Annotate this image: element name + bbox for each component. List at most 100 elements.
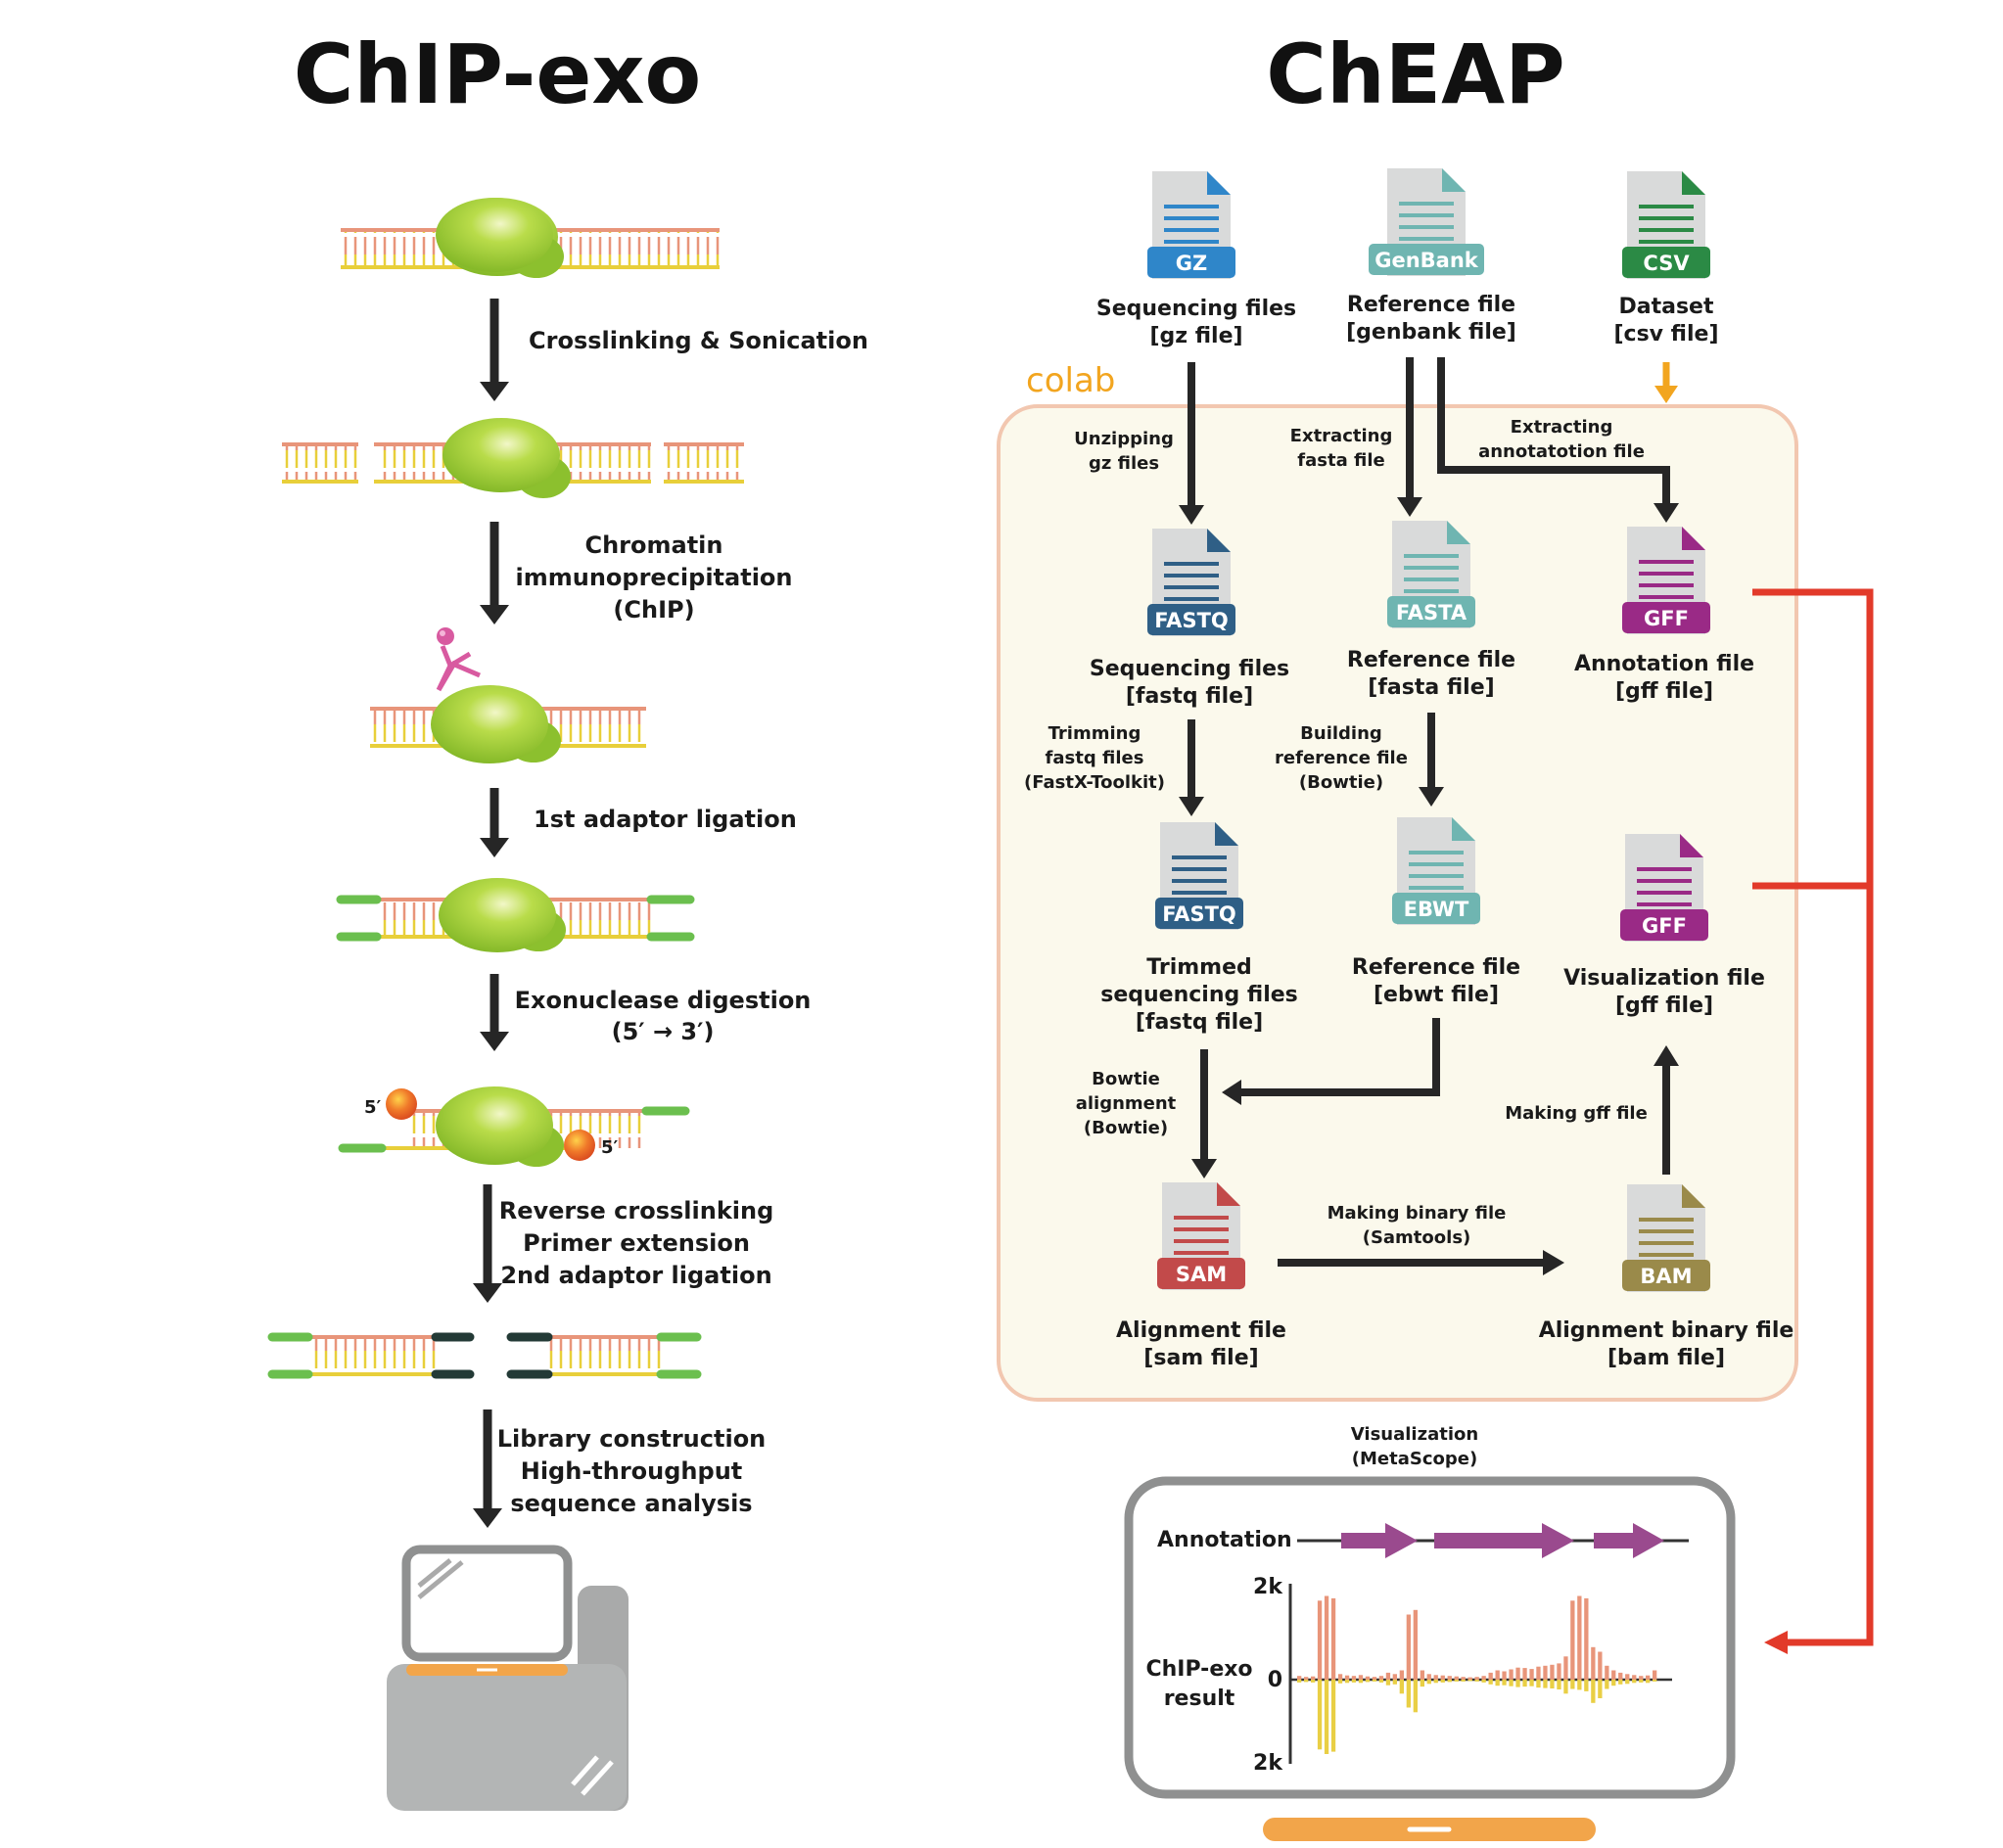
- step-1-line-1: Crosslinking & Sonication: [529, 327, 868, 354]
- bar-positive: [1399, 1670, 1404, 1680]
- bar-positive: [1509, 1669, 1514, 1680]
- file-label-fastq2-2: sequencing files: [1100, 983, 1298, 1007]
- bar-negative: [1311, 1680, 1316, 1683]
- antibody-icon: [436, 627, 481, 692]
- step-build-3: (Bowtie): [1299, 772, 1383, 793]
- file-label-csv-1: Dataset: [1618, 295, 1713, 319]
- bar-positive: [1522, 1668, 1527, 1680]
- step-unzip-2: gz files: [1089, 453, 1159, 474]
- step-visualization-1: Visualization: [1351, 1424, 1478, 1445]
- file-icon-ebwt: EBWT: [1392, 817, 1480, 925]
- bar-positive: [1324, 1595, 1329, 1680]
- bar-positive: [1557, 1663, 1561, 1680]
- annotation-label: Annotation: [1157, 1528, 1292, 1552]
- bar-positive: [1625, 1674, 1630, 1680]
- file-icon-gff1: GFF: [1622, 527, 1710, 634]
- step-extract-fasta-1: Extracting: [1290, 426, 1393, 446]
- computer-icon: [387, 1545, 629, 1811]
- bar-positive: [1454, 1676, 1459, 1680]
- bar-negative: [1304, 1680, 1309, 1683]
- bar-negative: [1495, 1680, 1500, 1686]
- bar-negative: [1639, 1680, 1644, 1683]
- bar-positive: [1385, 1672, 1391, 1680]
- step-bowtie-2: alignment: [1076, 1093, 1177, 1114]
- bar-negative: [1584, 1680, 1589, 1691]
- bar-positive: [1653, 1670, 1657, 1680]
- step-make-gff-1: Making gff file: [1505, 1103, 1648, 1124]
- step-6-line-1: Library construction: [497, 1425, 767, 1453]
- bar-negative: [1529, 1680, 1534, 1686]
- file-icon-genbank: GenBank: [1369, 168, 1484, 276]
- step-make-binary: Making binary file (Samtools): [1328, 1203, 1507, 1248]
- bar-negative: [1653, 1680, 1657, 1682]
- file-label-ebwt: Reference file [ebwt file]: [1352, 955, 1520, 1007]
- bar-negative: [1543, 1680, 1548, 1688]
- bar-negative: [1337, 1680, 1343, 1684]
- file-label-gff1: Annotation file [gff file]: [1574, 652, 1754, 704]
- bar-positive: [1467, 1677, 1472, 1680]
- step-visualization: Visualization (MetaScope): [1351, 1424, 1478, 1469]
- bar-positive: [1591, 1646, 1596, 1681]
- step-build-1: Building: [1300, 723, 1382, 744]
- bar-negative: [1433, 1680, 1438, 1684]
- file-label-sam-1: Alignment file: [1116, 1318, 1286, 1343]
- bar-positive: [1646, 1675, 1651, 1680]
- ytick-top: 2k: [1253, 1575, 1283, 1599]
- bar-negative: [1426, 1680, 1431, 1685]
- chart-bars: [1297, 1595, 1657, 1754]
- file-label-ebwt-2: [ebwt file]: [1374, 983, 1499, 1007]
- flow-arrows: [1179, 357, 1679, 1275]
- bar-positive: [1563, 1656, 1568, 1681]
- file-icon-fasta: FASTA: [1387, 521, 1475, 628]
- file-badge-fasta: FASTA: [1396, 601, 1467, 624]
- file-label-fastq1: Sequencing files [fastq file]: [1090, 657, 1289, 709]
- bar-negative: [1488, 1680, 1493, 1685]
- bar-negative: [1474, 1680, 1479, 1682]
- file-label-ebwt-1: Reference file: [1352, 955, 1520, 980]
- bar-negative: [1365, 1680, 1371, 1683]
- bar-positive: [1433, 1675, 1438, 1681]
- bar-negative: [1317, 1680, 1323, 1750]
- bar-negative: [1324, 1680, 1329, 1754]
- bar-positive: [1426, 1674, 1431, 1680]
- bar-negative: [1502, 1680, 1507, 1686]
- bar-positive: [1317, 1600, 1323, 1681]
- colab-logo-text: colab: [1026, 361, 1115, 400]
- file-icon-gff2: GFF: [1620, 834, 1708, 942]
- bar-negative: [1461, 1680, 1466, 1682]
- bar-negative: [1392, 1680, 1397, 1685]
- bar-positive: [1529, 1669, 1534, 1680]
- bar-positive: [1392, 1674, 1397, 1680]
- step-visualization-2: (MetaScope): [1352, 1449, 1477, 1469]
- step-bowtie: Bowtie alignment (Bowtie): [1076, 1069, 1177, 1138]
- bar-positive: [1502, 1671, 1507, 1681]
- five-prime-label-right: 5′: [601, 1137, 619, 1158]
- bar-positive: [1570, 1600, 1575, 1681]
- step-extract-fasta: Extracting fasta file: [1290, 426, 1393, 471]
- file-badge-fastq1: FASTQ: [1154, 609, 1229, 632]
- step-unzip: Unzipping gz files: [1074, 429, 1174, 474]
- bar-positive: [1515, 1667, 1520, 1680]
- dna-stage-3: [370, 627, 646, 763]
- bar-positive: [1488, 1672, 1493, 1680]
- bar-positive: [1365, 1676, 1371, 1680]
- step-3-label: 1st adaptor ligation: [534, 806, 797, 833]
- step-extract-fasta-2: fasta file: [1297, 450, 1384, 471]
- bar-negative: [1598, 1680, 1603, 1698]
- ytick-mid: 0: [1268, 1668, 1282, 1692]
- file-label-csv-2: [csv file]: [1613, 322, 1718, 346]
- bar-negative: [1625, 1680, 1630, 1685]
- file-icon-csv: CSV: [1622, 171, 1710, 279]
- bar-positive: [1311, 1676, 1316, 1680]
- red-connector-arrows: [1752, 588, 1874, 1654]
- file-badge-gff2: GFF: [1642, 914, 1687, 938]
- file-badge-ebwt: EBWT: [1404, 898, 1469, 921]
- file-label-fastq2-3: [fastq file]: [1136, 1010, 1263, 1035]
- file-badge-bam: BAM: [1640, 1265, 1692, 1288]
- dna-stage-2: [282, 418, 744, 498]
- bar-negative: [1454, 1680, 1459, 1682]
- bar-negative: [1420, 1680, 1424, 1687]
- bar-positive: [1413, 1609, 1418, 1681]
- exonuclease-icon: [386, 1088, 417, 1120]
- dna-stage-6: [267, 1332, 702, 1379]
